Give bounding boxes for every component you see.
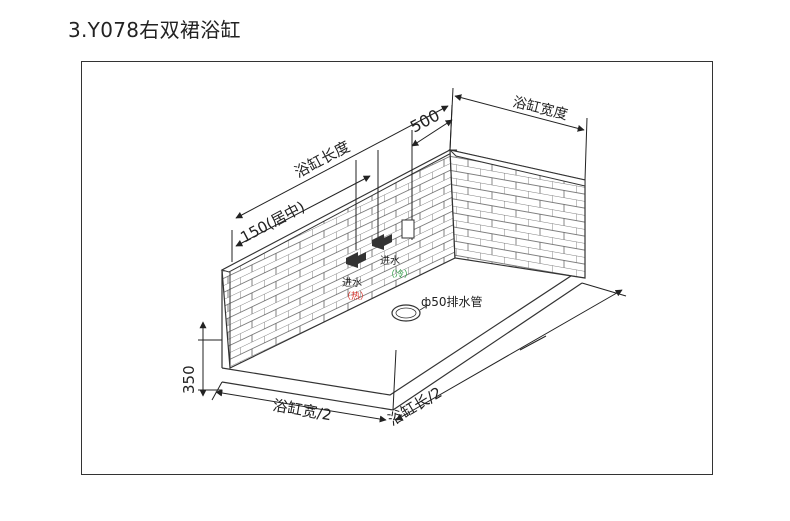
label-inlet-cold: 进水 bbox=[380, 255, 400, 267]
label-500: 500 bbox=[407, 105, 443, 136]
label-half-width: 浴缸宽/2 bbox=[271, 396, 333, 424]
label-inlet-hot-note: （热） bbox=[342, 290, 369, 302]
inlet-pipe-hot bbox=[346, 252, 366, 268]
label-drain-pipe: ф50排水管 bbox=[421, 294, 483, 309]
diagram-frame bbox=[81, 61, 713, 475]
label-inlet-hot: 进水 bbox=[342, 277, 362, 289]
label-inlet-cold-note: （冷） bbox=[386, 268, 413, 280]
dim-150-center bbox=[235, 150, 379, 250]
label-350: 350 bbox=[180, 365, 198, 394]
side-wall bbox=[448, 149, 586, 279]
dim-350 bbox=[198, 321, 222, 397]
wall-outlet-box bbox=[401, 219, 415, 239]
dim-half-length bbox=[395, 282, 627, 421]
inlet-pipe-cold bbox=[372, 234, 392, 250]
page-title: 3.Y078右双裙浴缸 bbox=[68, 18, 241, 42]
label-bathtub-length: 浴缸长度 bbox=[291, 137, 352, 181]
back-wall bbox=[220, 149, 458, 369]
